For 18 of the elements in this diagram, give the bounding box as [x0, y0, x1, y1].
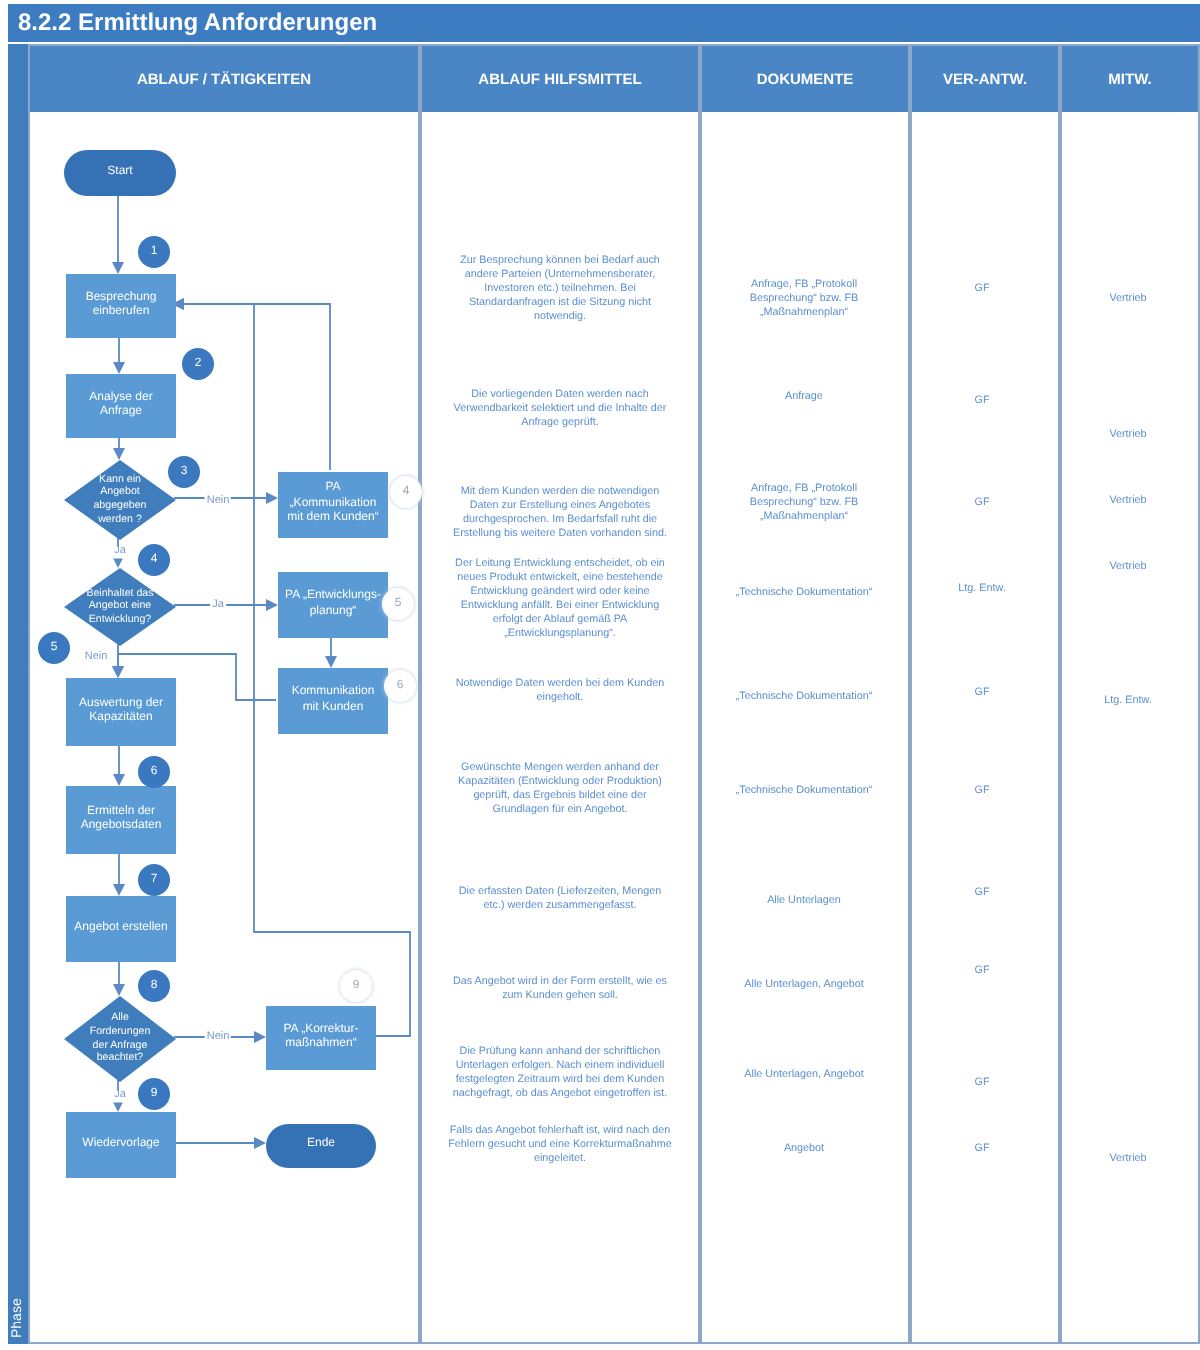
arrow: [173, 492, 278, 504]
swimlane: [1060, 44, 1200, 1344]
arrow: [173, 599, 278, 611]
title-bar: 8.2.2 Ermittlung Anforderungen: [8, 4, 1200, 42]
arrow: [113, 335, 125, 374]
arrow: [113, 851, 125, 896]
arrow: [112, 643, 124, 678]
arrow: [172, 298, 411, 1037]
arrow: [113, 743, 125, 786]
arrow: [325, 635, 337, 668]
swimlane: [28, 44, 420, 1344]
arrow: [173, 1137, 266, 1149]
swimlane: [420, 44, 700, 1344]
swimlane: [910, 44, 1060, 1344]
arrow: [113, 959, 125, 996]
arrow: [113, 435, 125, 460]
swimlane: [700, 44, 910, 1344]
arrow: [112, 193, 124, 274]
